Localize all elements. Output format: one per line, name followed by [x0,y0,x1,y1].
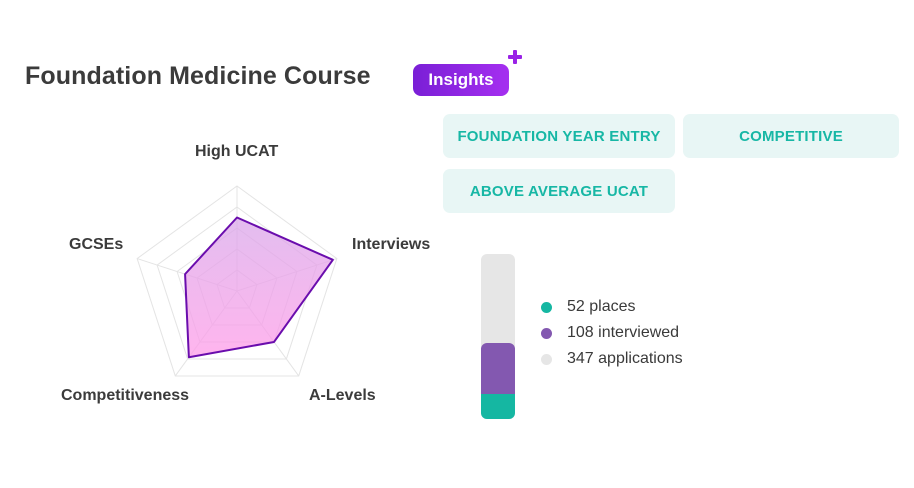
radar-grid-ring [136,185,338,377]
bar-legend: 52 places 108 interviewed 347 applicatio… [541,294,683,372]
tag-foundation-year-entry: FOUNDATION YEAR ENTRY [443,114,675,158]
interviewed-bar-segment [481,342,515,395]
plus-icon [507,49,523,65]
radar-data-polygon [184,216,334,359]
places-dot-icon [541,301,552,313]
tag-above-average-ucat: ABOVE AVERAGE UCAT [443,169,675,213]
interviewed-dot-icon [541,327,552,339]
applications-bar [481,254,515,419]
radar-axis-label-a-levels: A-Levels [309,387,376,404]
legend-item-places: 52 places [541,294,683,320]
applications-dot-icon [541,353,552,365]
radar-axis-label-interviews: Interviews [352,236,431,253]
legend-item-interviewed: 108 interviewed [541,320,683,346]
places-bar-segment [481,394,515,419]
radar-axis-label-gcses: GCSEs [69,236,124,253]
radar-axis-label-competitiveness: Competitiveness [61,387,190,404]
page-title: Foundation Medicine Course [25,62,371,90]
tag-competitive: COMPETITIVE [683,114,899,158]
insights-badge: Insights [413,64,509,96]
legend-label-interviewed: 108 interviewed [567,324,680,341]
legend-label-places: 52 places [567,298,636,315]
legend-item-applications: 347 applications [541,346,683,372]
legend-label-applications: 347 applications [567,350,683,367]
radar-axis-label-high-ucat: High UCAT [195,143,279,160]
